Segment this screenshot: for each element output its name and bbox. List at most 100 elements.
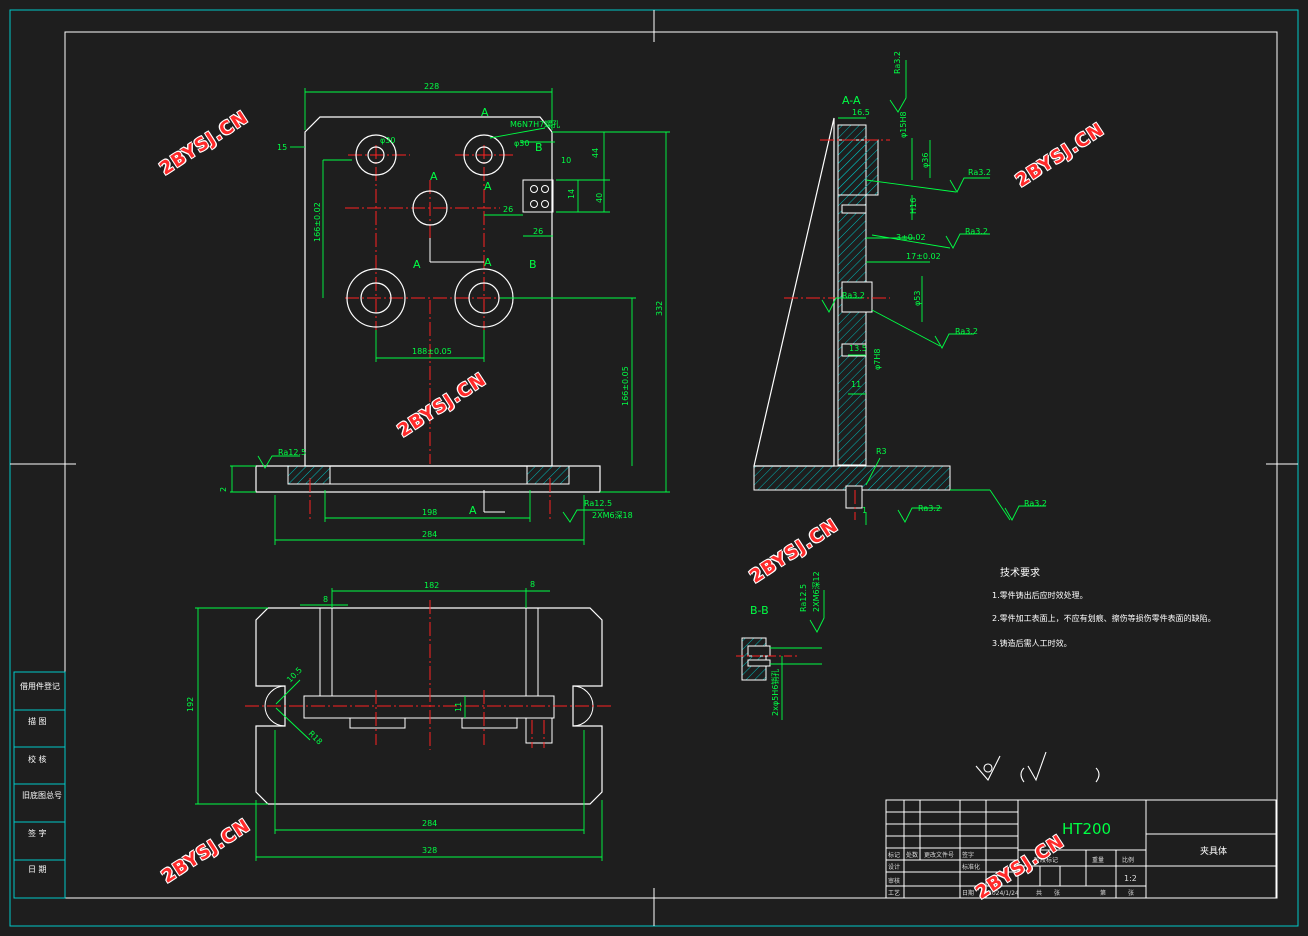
tech-item: 2.零件加工表面上，不应有划痕、擦伤等损伤零件表面的缺陷。	[992, 613, 1216, 623]
dim-182: 182	[424, 581, 439, 590]
dim-328: 328	[422, 846, 437, 855]
tb-label: 阶段标记	[1034, 856, 1058, 864]
top-view: 182 8 8 192 10.5 R18 11 284 328	[186, 580, 612, 861]
tb-label: 重量	[1092, 856, 1104, 864]
tb-label: 比例	[1122, 856, 1134, 864]
roughness-symbols	[975, 751, 1100, 783]
dim-17: 17±0.02	[906, 252, 941, 261]
dim-r3: R3	[876, 447, 887, 456]
left-strip-label: 借用件登记	[20, 681, 60, 691]
tb-label: 第	[1100, 889, 1106, 897]
dim-15: 15	[277, 143, 287, 152]
bb-ra: Ra12.5	[799, 584, 808, 612]
tb-date: 2024/1/24	[988, 890, 1019, 897]
tb-label: 共	[1036, 889, 1042, 897]
dim-26a: 26	[503, 205, 513, 214]
dim-53: φ53	[913, 291, 922, 306]
tb-scale: 1:2	[1124, 874, 1137, 883]
left-strip-labels: 借用件登记 描 图 校 核 旧底图总号 签 字 日 期	[20, 681, 62, 874]
dim-h16: H16	[909, 198, 918, 214]
ra-left: Ra12.5	[278, 448, 306, 457]
dim-166-left: 166±0.02	[313, 202, 322, 242]
dim-40: 40	[595, 193, 604, 203]
ra-mark: Ra3.2	[918, 504, 941, 513]
dim-8: 8	[530, 580, 535, 589]
tb-label: 张	[1054, 889, 1060, 897]
dim-228: 228	[424, 82, 439, 91]
bb-thread: 2XM6深12	[812, 571, 821, 612]
left-strip-label: 签 字	[28, 828, 47, 838]
dim-dia-top: φ30	[380, 136, 395, 145]
dim-r18: R18	[307, 729, 325, 747]
title-block-text: 标记 处数 更改文件号 签字 设计 标准化 审核 工艺 日期 阶段标记 重量 比…	[888, 851, 1137, 897]
front-base-outline	[255, 465, 601, 493]
dim-188: 188±0.05	[412, 347, 452, 356]
ra-mark: Ra3.2	[968, 168, 991, 177]
section-mark: A	[430, 170, 438, 183]
dim-44: 44	[591, 148, 600, 158]
tb-label: 处数	[906, 851, 918, 859]
dim-16-5: 16.5	[852, 108, 870, 117]
title-block	[885, 799, 1277, 899]
left-strip-label: 描 图	[28, 716, 47, 726]
dim-11: 11	[851, 380, 861, 389]
dim-36: φ36	[921, 153, 930, 168]
dim-dia-top2: φ30	[514, 139, 529, 148]
thread-note: 2XM6深18	[592, 511, 633, 520]
dim-2: 2	[219, 487, 228, 492]
left-strip-label: 日 期	[28, 865, 47, 874]
tb-label: 日期	[962, 889, 974, 897]
left-strip-label: 校 核	[28, 754, 47, 764]
section-bb-view: B-B Ra12.5 2XM6深12 2xφ5H6销孔	[736, 571, 825, 720]
tb-label: 审核	[888, 877, 900, 885]
section-mark: A	[469, 504, 477, 517]
tech-item: 3.铸造后需人工时效。	[992, 638, 1072, 648]
tb-label: 张	[1128, 889, 1134, 897]
dim-284b: 284	[422, 819, 437, 828]
ra-mark: Ra3.2	[1024, 499, 1047, 508]
dim-284: 284	[422, 530, 437, 539]
ra-right: Ra12.5	[584, 499, 612, 508]
tb-label: 标准化	[962, 863, 980, 871]
dim-192: 192	[186, 697, 195, 712]
ra-mark: Ra3.2	[965, 227, 988, 236]
tb-part-name: 夹具体	[1200, 845, 1227, 857]
sheet-frame	[9, 9, 1299, 927]
dim-26b: 26	[533, 227, 543, 236]
tech-item: 1.零件铸出后应时效处理。	[992, 590, 1088, 600]
dim-10-5: 10.5	[285, 665, 304, 684]
dim-8b: 8	[323, 595, 328, 604]
tb-label: 工艺	[888, 889, 900, 897]
tb-label: 签字	[962, 851, 974, 859]
dim-11: 11	[454, 702, 463, 712]
left-strip-label: 旧底图总号	[22, 790, 62, 800]
dim-14: 14	[567, 189, 576, 199]
tb-material: HT200	[1062, 820, 1111, 838]
tb-label: 标记	[888, 851, 900, 859]
dim-10: 10	[561, 156, 571, 165]
left-strip-frame	[13, 671, 66, 899]
dim-1: 1	[862, 506, 867, 515]
section-mark: A	[481, 106, 489, 119]
section-mark: A	[484, 180, 492, 193]
tb-label: 更改文件号	[924, 851, 954, 859]
dim-7h8: φ7H8	[873, 349, 882, 370]
dim-15h8: φ15H8	[899, 111, 908, 138]
front-view: 228 15 M6N7H7螺孔 φ30 φ30 44 10 14 40 26 2…	[219, 82, 670, 545]
section-mark: B	[535, 141, 543, 154]
dim-13-5: 13.5	[849, 344, 867, 353]
section-mark: A	[413, 258, 421, 271]
dim-198: 198	[422, 508, 437, 517]
section-mark: A	[484, 256, 492, 269]
dim-332: 332	[655, 301, 664, 316]
section-aa-title: A-A	[842, 94, 861, 107]
tb-label: 设计	[888, 863, 900, 871]
tech-requirements: 技术要求 1.零件铸出后应时效处理。 2.零件加工表面上，不应有划痕、擦伤等损伤…	[992, 566, 1216, 648]
bb-note: 2xφ5H6销孔	[770, 669, 780, 716]
ra-mark: Ra3.2	[842, 291, 865, 300]
tech-title: 技术要求	[1000, 566, 1040, 579]
section-aa-view: A-A Ra3.2 16.5 φ15H8 φ36 H16 3±0.02 17±0…	[753, 51, 1047, 525]
ra-top: Ra3.2	[893, 51, 902, 74]
ra-mark: Ra3.2	[955, 327, 978, 336]
